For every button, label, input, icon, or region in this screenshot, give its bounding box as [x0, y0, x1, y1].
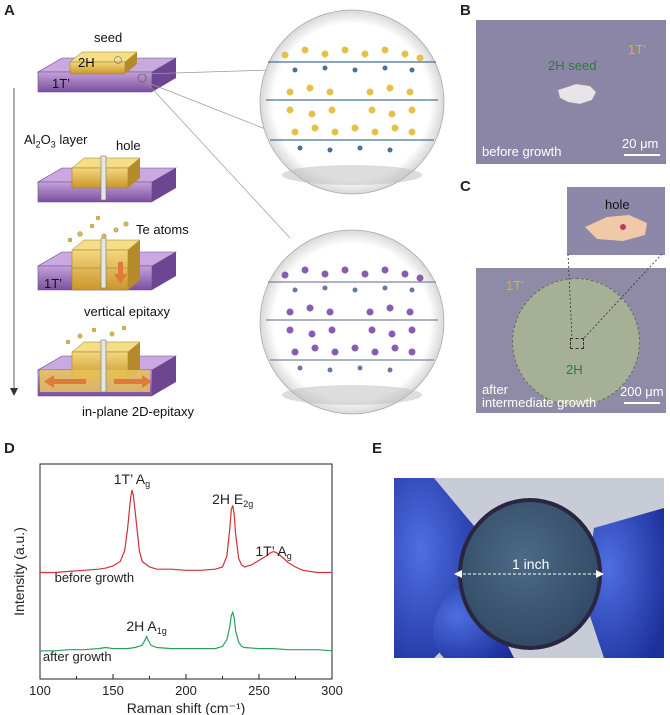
series-line-0	[40, 489, 332, 574]
c-phase-1t-label: 1T’	[506, 278, 525, 293]
peak-annotation-1: 2H E2g	[212, 491, 253, 509]
panel-e-photo: 1 inch	[394, 478, 664, 658]
x-tick-label: 300	[321, 683, 343, 698]
e-size-label: 1 inch	[512, 556, 550, 572]
c-zoom-lines	[567, 253, 663, 339]
b-caption: before growth	[482, 144, 562, 159]
c-zoom-box	[570, 338, 584, 349]
c-inset: hole	[566, 186, 666, 256]
x-tick-label: 250	[248, 683, 270, 698]
al2o3-layer-label: Al2O3 layer	[24, 132, 88, 150]
panel-label-b: B	[460, 2, 471, 19]
b-scale-bar	[624, 154, 660, 156]
b-scale-label: 20 μm	[622, 136, 659, 151]
peak-annotation-3: 2H A1g	[126, 618, 166, 636]
panel-label-c: C	[460, 178, 471, 195]
b-seed-label: 2H seed	[548, 58, 597, 73]
te-atoms-label: Te atoms	[136, 222, 189, 237]
panel-label-e: E	[372, 440, 383, 457]
series-label-1: after growth	[43, 649, 112, 664]
b-phase-1t-label: 1T’	[628, 42, 647, 57]
seed-label: seed	[94, 30, 123, 45]
crystal-sphere-bottom	[259, 229, 445, 415]
panel-label-a: A	[4, 2, 15, 19]
peak-annotation-2: 1T’ Ag	[255, 543, 291, 561]
x-tick-label: 200	[175, 683, 197, 698]
slab-step1	[36, 51, 178, 93]
c-inset-hole-label: hole	[605, 197, 630, 212]
series-line-1	[40, 610, 333, 652]
vertical-epitaxy-label: vertical epitaxy	[84, 304, 170, 319]
panel-label-d: D	[4, 440, 15, 457]
crystal-sphere-top	[259, 9, 445, 195]
inplane-epitaxy-label: in-plane 2D-epitaxy	[82, 404, 195, 419]
seed-flake	[557, 83, 597, 105]
c-scale-label: 200 μm	[620, 384, 664, 399]
panel-a-schematic	[10, 9, 445, 415]
x-tick-label: 100	[29, 683, 51, 698]
hole-label: hole	[116, 138, 141, 153]
slab-step2	[36, 155, 178, 203]
x-tick-label: 150	[102, 683, 124, 698]
series-label-0: before growth	[55, 570, 135, 585]
phase-2h-label: 2H	[78, 55, 95, 70]
phase-1t-step3-label: 1T’	[44, 276, 63, 291]
peak-annotation-0: 1T’ Ag	[114, 471, 150, 489]
c-scale-bar	[624, 402, 660, 404]
c-phase-2h-label: 2H	[566, 362, 583, 377]
x-axis-label: Raman shift (cm⁻¹)	[127, 700, 246, 715]
c-2h-domain	[512, 278, 640, 406]
slab-step3	[36, 215, 178, 291]
panel-b-micrograph: 1T’ 2H seed before growth 20 μm	[476, 20, 666, 164]
phase-1t-label: 1T’	[52, 76, 71, 91]
y-axis-label: Intensity (a.u.)	[11, 527, 27, 616]
slab-step4	[36, 325, 178, 397]
